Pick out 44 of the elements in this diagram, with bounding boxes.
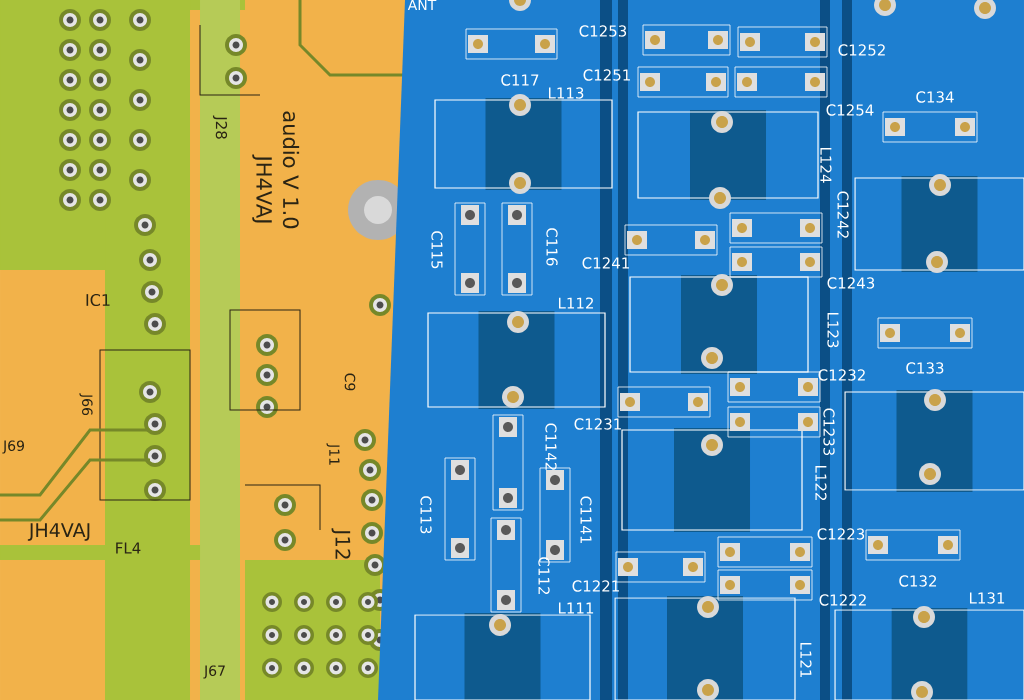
- silkscreen-label: J67: [203, 665, 225, 679]
- silkscreen-label: C1223: [817, 528, 865, 540]
- silkscreen-label: audio V 1.0: [282, 111, 300, 229]
- silkscreen-label: C1253: [579, 25, 627, 37]
- silkscreen-label: C1242: [837, 191, 849, 238]
- silkscreen-label: C113: [420, 496, 432, 534]
- silkscreen-label: C9: [344, 373, 356, 391]
- silkscreen-label: J66: [79, 393, 93, 416]
- silkscreen-label: C1233: [823, 408, 835, 456]
- silkscreen-label: L122: [815, 465, 827, 500]
- silkscreen-label: L123: [827, 313, 839, 348]
- silkscreen-label: C1221: [572, 580, 619, 592]
- silkscreen-label: C134: [916, 91, 954, 103]
- silkscreen-label: C1231: [574, 418, 621, 430]
- silkscreen-label: C1254: [826, 104, 874, 116]
- silkscreen-label: L124: [820, 148, 832, 183]
- silkscreen-label: C133: [906, 362, 944, 374]
- silkscreen-label: C1252: [838, 44, 885, 56]
- silkscreen-label: JH4VAJ: [252, 154, 272, 223]
- silkscreen-label: C1222: [819, 594, 866, 606]
- silkscreen-label: C1243: [827, 277, 875, 289]
- silkscreen-label: C115: [431, 231, 443, 269]
- silkscreen-label: L121: [800, 642, 812, 678]
- silkscreen-label: C1141: [580, 496, 592, 543]
- silkscreen-label: L112: [559, 297, 593, 309]
- silkscreen-label: C116: [546, 228, 558, 266]
- silkscreen-label: J28: [212, 115, 228, 139]
- silkscreen-label: C117: [501, 74, 539, 86]
- silkscreen-label: C1142: [545, 423, 557, 470]
- silkscreen-label: C1232: [818, 369, 865, 381]
- silkscreen-label: J12: [331, 528, 351, 559]
- silkscreen-label: ANT: [407, 0, 437, 11]
- silkscreen-label: L111: [559, 602, 594, 614]
- silkscreen-label: C112: [538, 557, 550, 595]
- silkscreen-label: L131: [970, 592, 1005, 604]
- silkscreen-label: IC1: [86, 293, 110, 307]
- silkscreen-label: JH4VAJ: [27, 523, 90, 541]
- silkscreen-label: C132: [899, 575, 937, 587]
- silkscreen-label: C1251: [583, 69, 630, 81]
- silkscreen-label: C1241: [582, 257, 629, 269]
- silkscreen-label: J69: [2, 440, 24, 454]
- silkscreen-label: FL4: [116, 542, 141, 554]
- silkscreen-label: L113: [549, 87, 584, 99]
- silkscreen-label: J11: [326, 443, 340, 465]
